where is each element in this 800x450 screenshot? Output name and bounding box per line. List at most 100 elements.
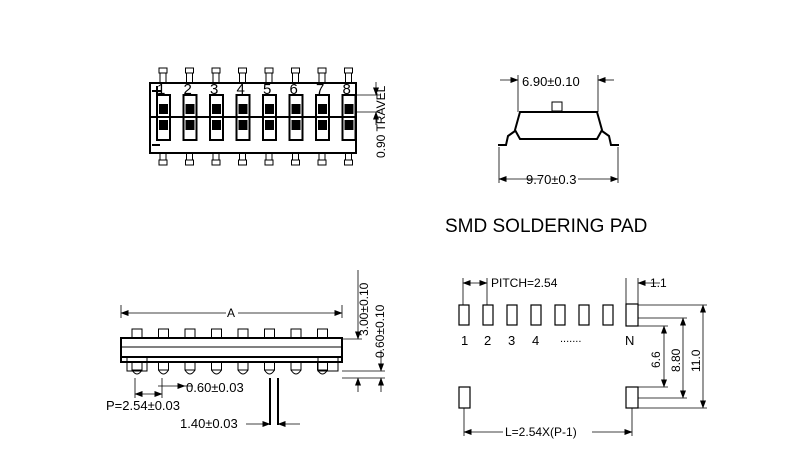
switch-knob-upper <box>185 104 195 114</box>
top-pin-cap-upper <box>344 67 353 74</box>
switch-number-label: 2 <box>184 81 192 98</box>
switch-number-label: 5 <box>263 81 271 98</box>
top-pin-cap-lower <box>317 159 327 166</box>
front-lead <box>184 361 196 371</box>
switch-number-label: 1 <box>157 81 165 98</box>
front-dim-0-60h-label: 0.60±0.03 <box>186 380 244 395</box>
front-lead-foot <box>158 369 169 375</box>
top-pin-lower <box>318 152 326 161</box>
front-actuator <box>184 328 196 339</box>
front-actuator-row <box>131 328 328 339</box>
pad-number-label: 1 <box>461 333 468 348</box>
pad-ellipsis: ....... <box>560 333 581 345</box>
top-pin-cap-upper <box>291 67 300 74</box>
switch-number-label: 7 <box>316 81 324 98</box>
top-pins-row-lower <box>158 152 353 166</box>
top-pin-cap-lower <box>185 159 194 166</box>
pad-row-top <box>458 304 614 326</box>
top-pin-lower <box>212 152 220 161</box>
pad-dim-8-80-label: 8.80 <box>669 348 683 372</box>
pad-n-bottom <box>625 386 639 409</box>
top-pin-cap-lower <box>238 159 247 166</box>
front-end-terminal-left <box>126 356 148 372</box>
switch-number-label: 8 <box>343 81 351 98</box>
top-pin-cap-upper <box>158 67 168 74</box>
front-lead <box>290 361 302 371</box>
front-lead-row <box>131 361 328 375</box>
front-lead <box>131 361 143 371</box>
top-pin-cap-upper <box>211 67 221 74</box>
pad-top <box>458 304 470 326</box>
front-lead <box>317 361 328 371</box>
top-pin-cap-lower <box>211 159 221 166</box>
front-lead <box>237 361 249 371</box>
pad-top <box>530 304 542 326</box>
switch-knob-lower <box>185 120 195 130</box>
top-pin-lower <box>265 152 273 161</box>
front-lead <box>264 361 275 371</box>
switch-knob-upper <box>212 104 221 114</box>
pad-dim-11-label: 11.0 <box>689 349 703 372</box>
front-actuator <box>131 328 143 339</box>
top-pin-cap-upper <box>264 67 274 74</box>
top-pin-lower <box>159 152 167 161</box>
side-lead-right <box>601 130 619 146</box>
switch-knob-lower <box>318 120 327 130</box>
top-pin-cap-upper <box>317 67 327 74</box>
side-lead-left <box>498 130 516 146</box>
switch-number-label: 6 <box>290 81 298 98</box>
front-lead-foot <box>264 369 275 375</box>
side-body <box>513 111 604 140</box>
side-dim-bottom-label: 9.70±0.3 <box>526 172 577 187</box>
pad-top <box>602 304 614 326</box>
pad-dim-l-label: L=2.54X(P-1) <box>505 425 577 439</box>
front-lead-foot <box>317 369 328 375</box>
top-pin-cap-upper <box>238 67 247 74</box>
front-lead-foot <box>290 369 302 375</box>
front-dim-1-40-label: 1.40±0.03 <box>180 416 238 431</box>
top-pin-lower <box>186 152 193 161</box>
front-dim-3-00-label: 3.00±0.10 <box>357 282 371 336</box>
top-pin-lower <box>292 152 299 161</box>
switch-number-label: 4 <box>237 81 245 98</box>
pad-top <box>506 304 518 326</box>
switch-knob-upper <box>238 104 248 114</box>
pad-n-top <box>625 303 639 327</box>
switch-knob-upper <box>159 104 168 114</box>
travel-dimension-label: 0.90 TRAVEL <box>374 85 388 158</box>
front-actuator <box>264 328 275 339</box>
switch-number-label: 3 <box>210 81 218 98</box>
pad-top <box>482 304 494 326</box>
side-dim-top-label: 6.90±0.10 <box>522 74 580 89</box>
front-actuator <box>237 328 249 339</box>
pad-layout-title: SMD SOLDERING PAD <box>445 216 647 237</box>
top-pin-cap-lower <box>291 159 300 166</box>
pad-number-label: 3 <box>508 333 515 348</box>
top-pin-cap-lower <box>344 159 353 166</box>
switch-knob-lower <box>212 120 221 130</box>
front-dim-p-label: P=2.54±0.03 <box>106 398 180 413</box>
pad-dim-6-6-label: 6.6 <box>649 351 663 368</box>
switch-knob-upper <box>265 104 274 114</box>
front-lead <box>158 361 169 371</box>
front-lead-foot <box>184 369 196 375</box>
front-actuator <box>317 328 328 339</box>
side-view: 6.90±0.10 9.70±0.3 <box>498 74 619 187</box>
pad-dim-pitch-label: PITCH=2.54 <box>491 276 558 290</box>
switch-knob-lower <box>291 120 301 130</box>
front-lead-foot <box>131 369 143 375</box>
front-base <box>120 356 343 363</box>
front-view: A 3.00±0.10 0.60±0.10 0.60±0.03 P=2.54± <box>106 270 387 431</box>
front-actuator <box>211 328 222 339</box>
front-dim-0-60-v-label: 0.60±0.10 <box>373 304 387 358</box>
pad-top <box>554 304 566 326</box>
front-actuator <box>290 328 302 339</box>
top-pin-cap-lower <box>264 159 274 166</box>
front-lead-foot <box>237 369 249 375</box>
switch-knob-upper <box>344 104 354 114</box>
top-pin-lower <box>345 152 352 161</box>
pad-number-label: 4 <box>532 333 539 348</box>
front-dim-a-label: A <box>227 306 235 320</box>
